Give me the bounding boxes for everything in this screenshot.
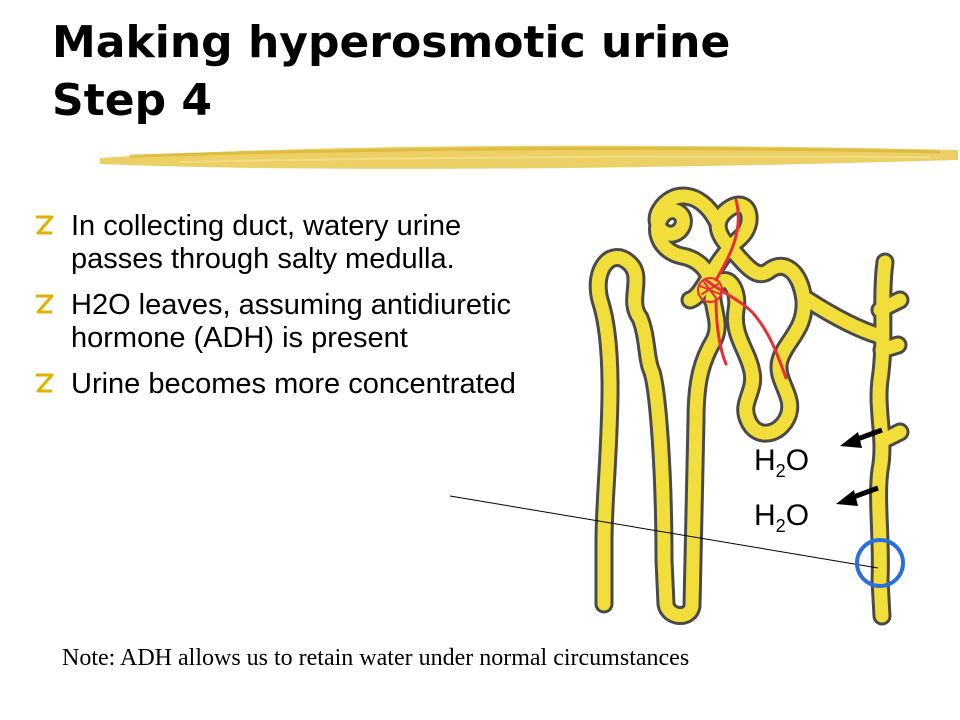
h2o-label-lower: H2O bbox=[754, 499, 810, 536]
title-line-2: Step 4 bbox=[52, 75, 212, 126]
blood-vessel bbox=[704, 198, 788, 380]
pointer-line bbox=[449, 495, 879, 569]
bullet-item: In collecting duct, watery urine passes … bbox=[34, 210, 544, 276]
glomerulus bbox=[697, 277, 723, 303]
bullet-list: In collecting duct, watery urine passes … bbox=[34, 210, 544, 414]
nephron-tubule-fill bbox=[591, 189, 907, 623]
bullet-item: H2O leaves, assuming antidiuretic hormon… bbox=[34, 289, 544, 355]
water-arrow-icon bbox=[836, 485, 879, 506]
z-bullet-icon bbox=[36, 294, 54, 314]
bullet-text: H2O leaves, assuming antidiuretic hormon… bbox=[71, 289, 512, 354]
z-bullet-icon bbox=[36, 215, 54, 235]
water-arrow-icon bbox=[840, 427, 883, 448]
highlight-circle bbox=[855, 538, 905, 588]
bullet-text: In collecting duct, watery urine passes … bbox=[71, 210, 462, 275]
bullet-item: Urine becomes more concentrated bbox=[34, 368, 544, 401]
title-line-1: Making hyperosmotic urine bbox=[52, 17, 731, 68]
slide-title: Making hyperosmotic urine Step 4 bbox=[52, 14, 932, 130]
z-bullet-icon bbox=[36, 373, 54, 393]
footnote: Note: ADH allows us to retain water unde… bbox=[62, 645, 690, 671]
bullet-text: Urine becomes more concentrated bbox=[71, 368, 516, 400]
h2o-label-upper: H2O bbox=[754, 444, 810, 481]
